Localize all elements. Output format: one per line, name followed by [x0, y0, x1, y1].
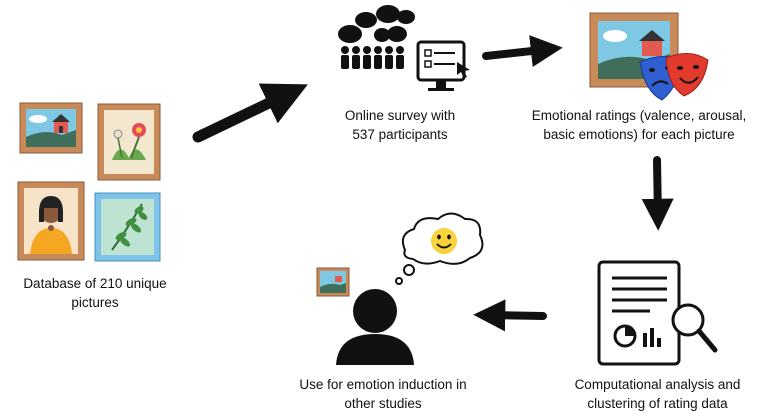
- database-caption: Database of 210 unique pictures: [23, 276, 167, 310]
- arrow-ratings-to-analysis: [641, 156, 674, 231]
- smiley-icon: [431, 228, 457, 254]
- theater-masks-icon: [639, 53, 709, 101]
- portrait-frame-icon: [17, 181, 85, 261]
- ratings-caption: Emotional ratings (valence, arousal, bas…: [531, 108, 747, 142]
- survey-caption: Online survey with 537 participants: [344, 108, 456, 142]
- picture-database-cluster: [17, 102, 161, 262]
- person-icon: [336, 289, 414, 365]
- use-caption: Use for emotion induction in other studi…: [299, 377, 467, 411]
- arrow-database-to-survey: [192, 83, 308, 143]
- flower-frame-icon: [97, 103, 161, 181]
- landscape-frame-icon: [19, 102, 83, 154]
- crowd-speech-icon: [338, 5, 415, 69]
- small-picture-icon: [316, 267, 350, 297]
- analysis-caption: Computational analysis and clustering of…: [574, 377, 741, 411]
- arrow-survey-to-ratings: [482, 35, 563, 67]
- magnifier-icon: [671, 303, 718, 353]
- survey-monitor-icon: [416, 40, 470, 91]
- arrow-analysis-to-use: [473, 299, 547, 332]
- fern-frame-icon: [94, 192, 161, 262]
- report-chart-icon: [597, 260, 681, 366]
